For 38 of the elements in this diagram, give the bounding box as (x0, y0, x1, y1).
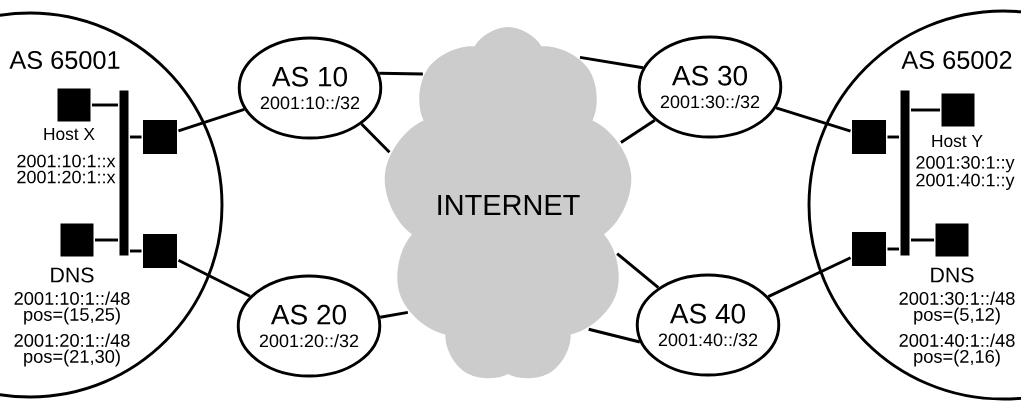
address-text: 2001:40:1::/48 pos=(2,16) (899, 333, 1015, 367)
link-line (379, 310, 409, 319)
region-label: AS 65001 (9, 51, 120, 69)
link-line (129, 135, 142, 139)
host-label: Host X (44, 127, 95, 141)
link-line (887, 247, 900, 251)
host-label: DNS (51, 267, 94, 283)
router-box (143, 234, 177, 268)
router-box (852, 232, 886, 266)
address-text: 2001:10:1::x 2001:20:1::x (17, 154, 116, 184)
link-line (767, 256, 852, 298)
router-box (852, 120, 886, 154)
link-line (887, 135, 900, 139)
address-text: 2001:20:1::/48 pos=(21,30) (14, 333, 130, 367)
address-text: 2001:10:1::/48 pos=(15,25) (14, 291, 130, 325)
host-label: Host Y (932, 134, 983, 148)
link-line (379, 71, 423, 76)
network-bus (119, 90, 129, 256)
link-line (911, 238, 935, 242)
network-bus (900, 90, 910, 256)
link-line (588, 327, 641, 344)
host-label: DNS (931, 267, 974, 283)
link-line (91, 103, 119, 107)
region-label: AS 65002 (901, 51, 1012, 69)
link-line (129, 249, 142, 253)
link-line (579, 55, 644, 70)
link-line (911, 108, 941, 112)
link-line (620, 118, 656, 144)
address-text: 2001:30:1::/48 pos=(5,12) (899, 291, 1015, 325)
link-line (775, 106, 851, 133)
link-line (360, 123, 391, 154)
internet-cloud: INTERNET (384, 27, 632, 379)
address-text: 2001:30:1::y 2001:40:1::y (916, 156, 1015, 190)
link-line (94, 238, 119, 242)
link-line (616, 252, 660, 289)
link-line (177, 259, 251, 298)
router-box (143, 120, 177, 154)
link-line (178, 108, 245, 133)
